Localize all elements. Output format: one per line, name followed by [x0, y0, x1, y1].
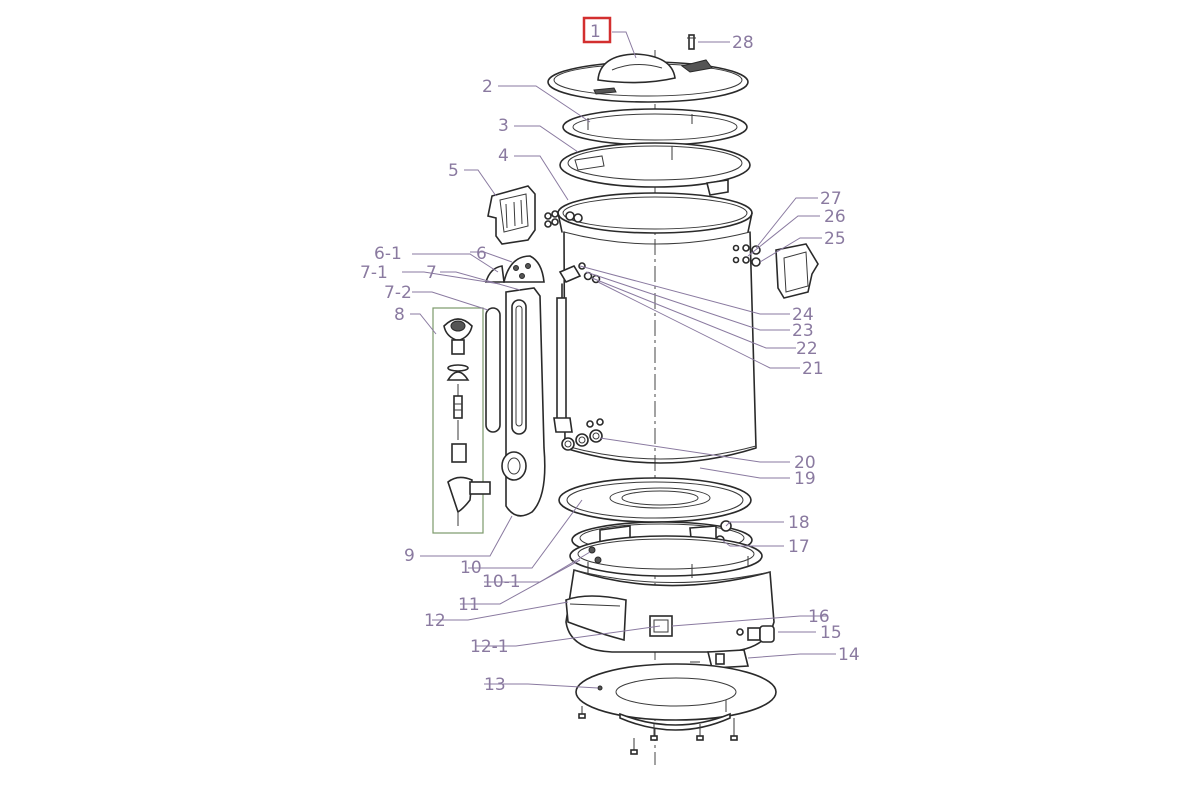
part-base-ring	[569, 535, 763, 578]
part-screw-28	[687, 34, 696, 50]
label-14: 14	[838, 645, 860, 665]
label-16: 16	[808, 607, 830, 627]
label-3: 3	[498, 116, 509, 136]
label-4: 4	[498, 146, 509, 166]
highlight-box	[582, 16, 612, 44]
label-21: 21	[802, 359, 824, 379]
label-22: 22	[796, 339, 818, 359]
label-23: 23	[792, 321, 814, 341]
label-7-2: 7-2	[384, 283, 412, 303]
part-glass-tube	[485, 307, 501, 433]
part-right-handle	[775, 243, 819, 299]
label-13: 13	[484, 675, 506, 695]
label-8: 8	[394, 305, 405, 325]
part-upper-ring	[559, 142, 751, 196]
part-body-cylinder	[557, 192, 757, 464]
part-tap-assembly	[432, 307, 491, 534]
part-power-connector	[736, 625, 775, 643]
label-5: 5	[448, 161, 459, 181]
part-gauge-cap	[484, 255, 545, 283]
label-25: 25	[824, 229, 846, 249]
label-28: 28	[732, 33, 754, 53]
label-7-1: 7-1	[360, 263, 388, 283]
label-27: 27	[820, 189, 842, 209]
part-bottom-screws	[578, 700, 738, 755]
label-19: 19	[794, 469, 816, 489]
label-18: 18	[788, 513, 810, 533]
label-17: 17	[788, 537, 810, 557]
label-12-1: 12-1	[470, 637, 509, 657]
part-mounting-bracket	[690, 649, 750, 669]
label-9: 9	[404, 546, 415, 566]
part-fittings-lower	[561, 418, 604, 451]
label-12: 12	[424, 611, 446, 631]
label-26: 26	[824, 207, 846, 227]
label-6-1: 6-1	[374, 244, 402, 264]
label-10-1: 10-1	[482, 572, 521, 592]
label-15: 15	[820, 623, 842, 643]
label-6: 6	[476, 244, 487, 264]
part-lid	[547, 53, 749, 103]
label-7: 7	[426, 263, 437, 283]
part-fittings-upper	[558, 262, 601, 301]
part-left-handle	[487, 185, 536, 245]
part-labels: 1 28 2 3 4 5 6-1 6 7-1 7 7-2 8 9 10 10-1…	[360, 22, 860, 695]
part-heating-plate	[558, 477, 752, 523]
label-11: 11	[458, 595, 480, 615]
label-10: 10	[460, 558, 482, 578]
part-gasket-ring	[562, 108, 748, 146]
part-gauge-housing	[501, 287, 546, 517]
leader-lines	[402, 31, 836, 689]
label-2: 2	[482, 77, 493, 97]
part-screws-26-27	[732, 244, 761, 267]
part-bottom-plate	[575, 663, 777, 731]
label-20: 20	[794, 453, 816, 473]
part-handle-screws	[544, 210, 583, 228]
label-24: 24	[792, 305, 814, 325]
part-base-housing	[565, 568, 775, 653]
label-1: 1	[590, 22, 601, 42]
part-sight-tube	[553, 297, 573, 433]
